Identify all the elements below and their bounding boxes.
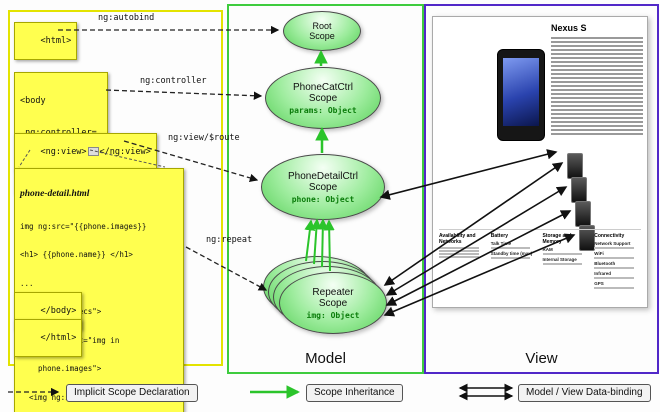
body-close-text: </body> bbox=[40, 305, 77, 316]
code-line: img ng:src="{{phone.images}} bbox=[20, 221, 147, 231]
phone-thumbnail bbox=[571, 177, 587, 203]
spec-value-placeholder bbox=[439, 247, 479, 249]
legend-scope-inheritance: Scope Inheritance bbox=[306, 384, 403, 402]
phone-screen bbox=[503, 58, 539, 126]
spec-value-placeholder bbox=[439, 253, 479, 255]
spec-value-placeholder bbox=[594, 287, 634, 289]
spec-item-label: GPS bbox=[594, 281, 604, 286]
ng-repeat-label: ng:repeat bbox=[206, 235, 253, 245]
spec-value-placeholder bbox=[490, 257, 531, 259]
body-open-line: ng:controller= bbox=[20, 128, 102, 139]
spec-value-placeholder bbox=[594, 267, 634, 269]
spec-col-availability: Availability and Networks bbox=[439, 233, 486, 289]
scope-name: PhoneDetailCtrl bbox=[287, 170, 359, 182]
browser-page: Nexus S Availability and Networks Batter… bbox=[432, 16, 648, 308]
scope-name: Root bbox=[312, 21, 332, 31]
spec-header: Storage and Memory bbox=[542, 233, 572, 245]
scope-name: Scope bbox=[308, 92, 338, 104]
spec-col-battery: Battery Talk Time Standby time (max) bbox=[490, 233, 538, 289]
scope-property: img: Object bbox=[306, 310, 360, 320]
phone-detail-code-box: phone-detail.html img ng:src="{{phone.im… bbox=[14, 168, 184, 412]
spec-value-placeholder bbox=[439, 256, 479, 258]
ng-view-route-label: ng:view/$route bbox=[168, 133, 240, 143]
phone-thumbnail bbox=[575, 201, 591, 227]
legend-implicit-scope-declaration: Implicit Scope Declaration bbox=[66, 384, 198, 402]
spec-header: Connectivity bbox=[594, 233, 625, 239]
spec-item-label: Infrared bbox=[594, 271, 612, 276]
scope-name: Scope bbox=[308, 181, 338, 193]
model-panel-label: Model bbox=[305, 350, 346, 367]
root-scope-ellipse: Root Scope bbox=[283, 11, 361, 51]
ng-autobind-label: ng:autobind bbox=[98, 13, 155, 23]
spec-value-placeholder bbox=[439, 250, 479, 252]
spec-value-placeholder bbox=[594, 247, 634, 249]
code-line: ... bbox=[20, 278, 34, 288]
repeater-scope-ellipse: Repeater Scope img: Object bbox=[279, 272, 387, 334]
spec-item-label: Bluetooth bbox=[594, 261, 616, 266]
view-panel-label: View bbox=[525, 350, 558, 367]
scope-name: Repeater bbox=[312, 286, 354, 298]
ngview-close-text: </ng:view> bbox=[99, 146, 151, 157]
spec-col-storage: Storage and Memory RAM Internal Storage bbox=[542, 233, 590, 289]
spec-header: Availability and Networks bbox=[439, 233, 476, 245]
spec-value-placeholder bbox=[542, 263, 583, 265]
html-open-text: <html> bbox=[40, 35, 72, 46]
html-open-tag: <html> bbox=[14, 22, 78, 60]
spec-value-placeholder bbox=[594, 257, 634, 259]
spec-item-label: Standby time (max) bbox=[490, 251, 533, 256]
html-close-tag: </html> bbox=[14, 319, 83, 357]
page-title: Nexus S bbox=[551, 23, 587, 33]
view-placeholder-icon bbox=[87, 146, 99, 156]
phone-main-image bbox=[497, 49, 545, 141]
body-open-line: <body bbox=[20, 96, 46, 106]
scope-property: params: Object bbox=[289, 105, 357, 115]
ngview-open-text: <ng:view> bbox=[40, 146, 87, 157]
phonecatctrl-scope-ellipse: PhoneCatCtrl Scope params: Object bbox=[265, 67, 381, 129]
code-file-title: phone-detail.html bbox=[20, 189, 90, 199]
phone-thumbnail bbox=[579, 225, 595, 251]
phone-thumbnail bbox=[567, 153, 583, 179]
spec-item-label: Talk Time bbox=[490, 241, 512, 246]
code-line: phone.images"> bbox=[20, 364, 102, 373]
spec-col-connectivity: Connectivity Network Support WiFi Blueto… bbox=[594, 233, 641, 289]
scope-name: Scope bbox=[318, 297, 348, 309]
legend-model-view-data-binding: Model / View Data-binding bbox=[518, 384, 651, 402]
spec-header: Battery bbox=[490, 233, 508, 239]
spec-item-label: Network Support bbox=[594, 241, 631, 246]
code-line: <h1> {{phone.name}} </h1> bbox=[20, 250, 133, 259]
ngview-tag: <ng:view> </ng:view> bbox=[14, 133, 157, 171]
spec-table: Availability and Networks Battery Talk T… bbox=[439, 229, 641, 289]
spec-value-placeholder bbox=[490, 247, 531, 249]
scope-name: PhoneCatCtrl bbox=[292, 81, 354, 93]
spec-item-label: RAM bbox=[542, 247, 553, 252]
spec-item-label: Internal Storage bbox=[542, 257, 577, 262]
html-close-text: </html> bbox=[40, 332, 77, 343]
scope-name: Scope bbox=[309, 31, 335, 41]
spec-value-placeholder bbox=[542, 253, 583, 255]
spec-value-placeholder bbox=[594, 277, 634, 279]
spec-item-label: WiFi bbox=[594, 251, 604, 256]
phonedetailctrl-scope-ellipse: PhoneDetailCtrl Scope phone: Object bbox=[261, 154, 385, 220]
ng-controller-label: ng:controller bbox=[140, 76, 207, 86]
description-text-placeholder bbox=[551, 37, 643, 137]
scope-property: phone: Object bbox=[291, 194, 355, 204]
